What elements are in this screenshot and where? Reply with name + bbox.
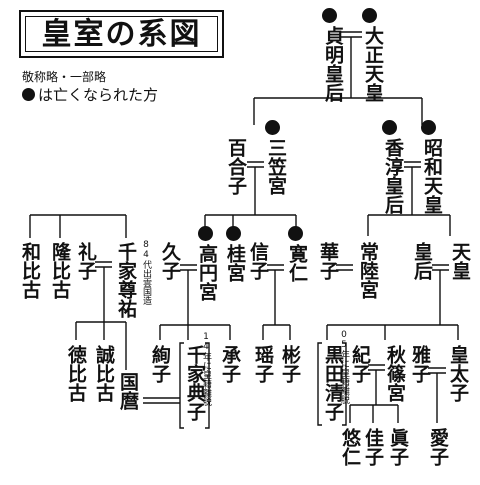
note-noriko: 14年に皇籍離脱	[201, 332, 211, 406]
person-mikasa: 三笠宮	[265, 138, 287, 195]
person-kunimaro: 国麿	[117, 372, 139, 410]
person-hitachi: 常陸宮	[357, 242, 379, 299]
person-aiko: 愛子	[427, 428, 449, 466]
legend-text: は亡くなられた方	[38, 86, 159, 104]
deceased-marker	[362, 8, 377, 23]
person-norihiko: 徳比古	[65, 345, 87, 402]
person-akiko: 彬子	[279, 345, 301, 383]
person-kojun: 香淳皇后	[382, 138, 404, 214]
page-title: 皇室の系図	[41, 17, 202, 52]
deceased-marker	[226, 226, 241, 241]
person-emperor: 天皇	[449, 242, 471, 280]
person-masako: 雅子	[409, 345, 431, 383]
person-sadako: 貞明皇后	[322, 26, 344, 102]
person-ayako: 絢子	[149, 345, 171, 383]
deceased-dot-icon	[22, 88, 35, 101]
person-katsura: 桂宮	[224, 244, 246, 282]
person-tsuguko: 承子	[219, 345, 241, 383]
person-crown-prince: 皇太子	[447, 345, 469, 402]
note-sen: 84代出雲国造	[141, 240, 151, 305]
person-kako: 佳子	[362, 428, 384, 466]
deceased-marker	[288, 226, 303, 241]
person-hanako: 華子	[317, 242, 339, 280]
deceased-marker	[421, 120, 436, 135]
person-yoko: 瑶子	[252, 345, 274, 383]
person-mako: 眞子	[387, 428, 409, 466]
person-hisahito: 悠仁	[339, 428, 361, 466]
abbreviation-note: 敬称略・一部略	[22, 70, 107, 84]
deceased-marker	[322, 8, 337, 23]
person-taisho: 大正天皇	[362, 26, 384, 102]
deceased-marker	[382, 120, 397, 135]
person-masahiko: 誠比古	[93, 345, 115, 402]
person-sen: 千家尊祐	[115, 242, 137, 318]
person-empress: 皇后	[411, 242, 433, 280]
person-takahiko: 隆比古	[49, 242, 71, 299]
person-hisako: 久子	[159, 242, 181, 280]
person-yuriko: 百合子	[225, 138, 247, 195]
person-senge-noriko: 千家典子	[184, 345, 206, 421]
person-tomohito: 寛仁	[286, 244, 308, 282]
person-showa: 昭和天皇	[421, 138, 443, 214]
deceased-marker	[198, 226, 213, 241]
note-kuroda: 05年に皇籍離脱	[339, 330, 349, 404]
person-reiko: 礼子	[75, 242, 97, 280]
person-kuroda-sayako: 黒田清子	[322, 345, 344, 421]
person-kazuhiko: 和比古	[19, 242, 41, 299]
legend: は亡くなられた方	[22, 84, 158, 105]
person-akishino: 秋篠宮	[384, 345, 406, 402]
title-box: 皇室の系図	[19, 10, 224, 58]
person-takamado: 高円宮	[196, 244, 218, 301]
person-nobuko: 信子	[247, 242, 269, 280]
person-kiko: 紀子	[349, 345, 371, 383]
deceased-marker	[265, 120, 280, 135]
